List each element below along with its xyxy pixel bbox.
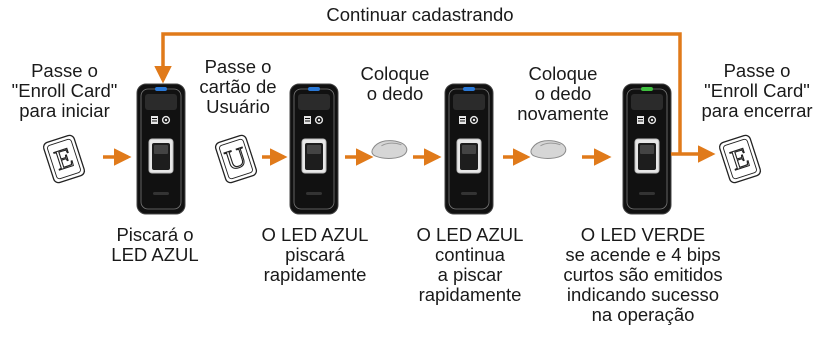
caption-device-2: O LED AZUL piscará rapidamente [261, 224, 369, 285]
caption-device-1: Piscará o LED AZUL [111, 224, 199, 265]
fingerprint-reader-device-icon [136, 83, 186, 215]
loop-arrow [154, 32, 682, 154]
caption-device-4: O LED VERDE se acende e 4 bips curtos sã… [563, 224, 723, 325]
fingerprint-reader-device-icon [622, 83, 672, 215]
caption-device-3: O LED AZUL continua a piscar rapidamente [416, 224, 524, 305]
finger-icon [370, 138, 409, 161]
loop-label: Continuar cadastrando [326, 4, 514, 25]
step-label-place-finger-again: Coloque o dedo novamente [517, 63, 609, 124]
step-label-end: Passe o "Enroll Card" para encerrar [701, 60, 813, 121]
fingerprint-reader-device-icon [289, 83, 339, 215]
finger-icon [529, 138, 568, 161]
step-label-start: Passe o "Enroll Card" para iniciar [11, 60, 118, 121]
enroll-card-icon: E [717, 133, 763, 185]
step-label-user-card: Passe o cartão de Usuário [199, 56, 277, 117]
user-card-icon: U [213, 133, 259, 185]
step-label-place-finger: Coloque o dedo [360, 63, 430, 104]
enroll-card-icon: E [41, 133, 87, 185]
fingerprint-reader-device-icon [444, 83, 494, 215]
